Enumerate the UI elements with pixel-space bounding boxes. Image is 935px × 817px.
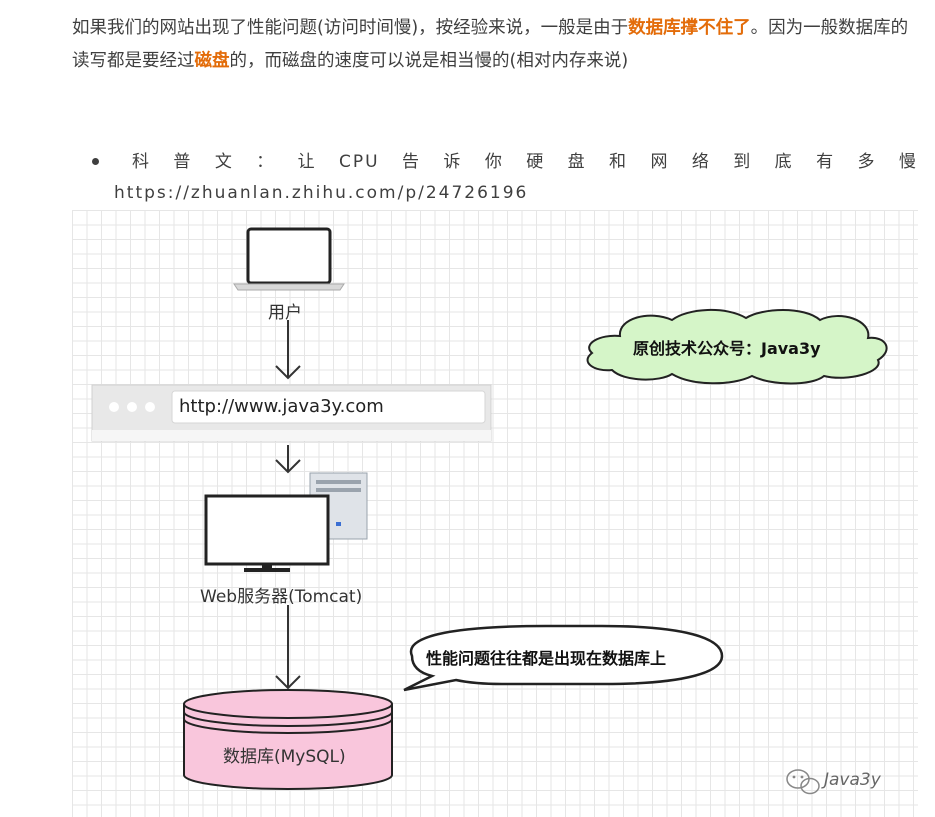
- user-label: 用户: [268, 303, 302, 323]
- speech-callout: [403, 624, 724, 692]
- arrow-server-to-database: [275, 605, 301, 690]
- reference-title-word: CPU: [339, 152, 380, 172]
- wechat-watermark-icon: [786, 769, 820, 795]
- database-label: 数据库(MySQL): [223, 747, 346, 767]
- reference-title-word: 告: [402, 152, 422, 172]
- reference-title-word: 你: [484, 152, 504, 172]
- intro-paragraph: 如果我们的网站出现了性能问题(访问时间慢)，按经验来说，一般是由于数据库撑不住了…: [72, 12, 918, 78]
- reference-title-word: 文: [214, 152, 234, 172]
- reference-title-word: 网: [650, 152, 670, 172]
- reference-title-word: 科: [132, 152, 151, 172]
- cloud-callout-text: 原创技术公众号：Java3y: [633, 339, 821, 358]
- reference-title-word: 普: [173, 152, 193, 172]
- reference-title-word: 络: [691, 152, 711, 172]
- intro-text-2: 。因为一般数据库的读写都是要经过: [72, 18, 909, 71]
- browser-url-text: http://www.java3y.com: [179, 396, 384, 417]
- reference-title-word: 和: [609, 152, 629, 172]
- monitor-icon: [204, 494, 330, 572]
- reference-title-word: 底: [774, 152, 794, 172]
- reference-title-word: 到: [733, 152, 753, 172]
- reference-title-word: 有: [816, 152, 836, 172]
- intro-text-1: 如果我们的网站出现了性能问题(访问时间慢)，按经验来说，一般是由于: [72, 18, 629, 38]
- intro-text-3: 的，而磁盘的速度可以说是相当慢的(相对内存来说): [229, 51, 629, 71]
- reference-title-word: 硬: [526, 152, 546, 172]
- reference-title-word: 诉: [443, 152, 463, 172]
- reference-title-word: ：: [256, 152, 276, 172]
- database-cylinder-icon: [183, 689, 393, 790]
- arrow-browser-to-server: [275, 445, 301, 474]
- reference-link[interactable]: https://zhuanlan.zhihu.com/p/24726196: [114, 183, 529, 203]
- reference-title-word: 让: [297, 152, 317, 172]
- intro-highlight-disk: 磁盘: [194, 51, 230, 71]
- architecture-diagram: 用户 http://www.java3y.com Web服务器(Tomcat) …: [72, 210, 918, 817]
- laptop-icon: [233, 227, 345, 291]
- reference-title: 科 普 文 ： 让 CPU 告 诉 你 硬 盘 和 网 络 到 底 有 多 慢: [132, 146, 918, 178]
- server-label: Web服务器(Tomcat): [200, 587, 363, 607]
- diagram-drawing: [91, 227, 888, 795]
- watermark-text: Java3y: [824, 770, 881, 790]
- intro-highlight-database: 数据库撑不住了: [628, 18, 751, 38]
- bullet-dot: [92, 158, 99, 165]
- arrow-user-to-browser: [275, 320, 301, 380]
- speech-callout-text: 性能问题往往都是出现在数据库上: [426, 649, 667, 668]
- browser-address-bar: [91, 384, 492, 442]
- reference-title-word: 慢: [898, 152, 918, 172]
- cloud-callout: [586, 309, 888, 385]
- reference-title-word: 多: [857, 152, 877, 172]
- reference-title-word: 盘: [567, 152, 587, 172]
